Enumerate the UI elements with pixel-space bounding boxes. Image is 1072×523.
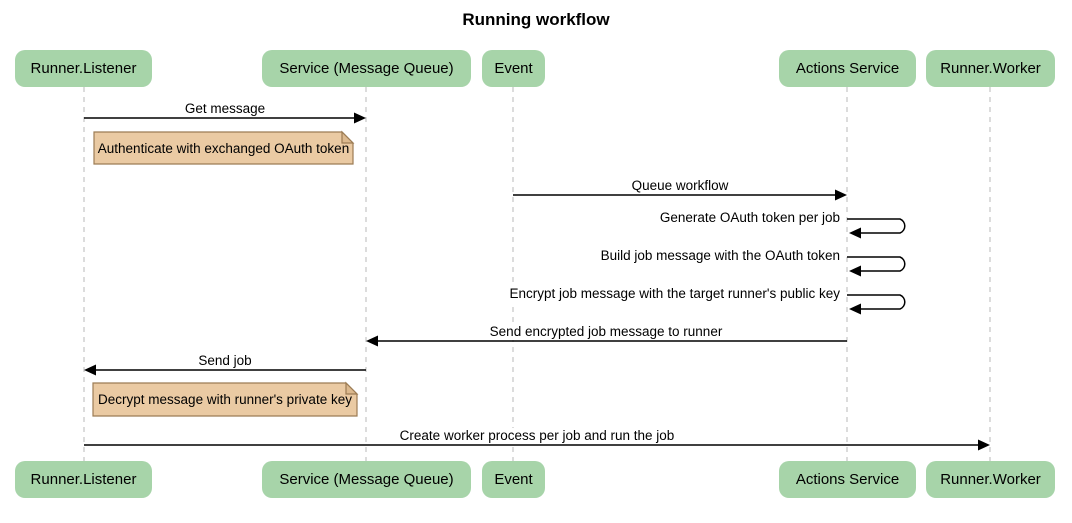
message-label-send-job: Send job [195, 353, 255, 369]
message-label-generate-oauth-token: Generate OAuth token per job [656, 210, 843, 226]
self-loop-build-job-message-head [849, 265, 861, 277]
participant-bottom-runner-listener: Runner.Listener [15, 461, 152, 498]
participant-bottom-service-message-queue: Service (Message Queue) [262, 461, 471, 498]
note-fold-authenticate [341, 130, 355, 144]
message-label-get-message: Get message [181, 101, 269, 117]
message-label-encrypt-job-message: Encrypt job message with the target runn… [506, 286, 843, 302]
arrow-create-worker-head [978, 439, 990, 451]
arrow-queue-workflow-head [835, 189, 847, 201]
self-loop-generate-oauth-token [847, 218, 906, 234]
participant-top-runner-worker: Runner.Worker [926, 50, 1055, 87]
arrow-send-job-head [84, 364, 96, 376]
message-label-send-encrypted: Send encrypted job message to runner [486, 324, 726, 340]
note-authenticate-oauth: Authenticate with exchanged OAuth token [97, 140, 350, 156]
message-label-create-worker: Create worker process per job and run th… [396, 428, 678, 444]
self-loop-generate-oauth-token-head [849, 227, 861, 239]
diagram-title: Running workflow [462, 10, 610, 29]
participant-top-event: Event [482, 50, 545, 87]
participant-top-runner-listener: Runner.Listener [15, 50, 152, 87]
self-loop-build-job-message [847, 256, 906, 272]
note-fold-decrypt [345, 381, 359, 395]
message-label-queue-workflow: Queue workflow [628, 178, 732, 194]
participant-bottom-event: Event [482, 461, 545, 498]
self-loop-encrypt-job-message-head [849, 303, 861, 315]
message-label-build-job-message: Build job message with the OAuth token [597, 248, 843, 264]
arrow-send-encrypted-head [366, 335, 378, 347]
note-shape-decrypt [92, 382, 358, 417]
participant-bottom-runner-worker: Runner.Worker [926, 461, 1055, 498]
participant-top-actions-service: Actions Service [779, 50, 916, 87]
participant-top-service-message-queue: Service (Message Queue) [262, 50, 471, 87]
self-loop-encrypt-job-message [847, 294, 906, 310]
participant-bottom-actions-service: Actions Service [779, 461, 916, 498]
note-decrypt-private-key: Decrypt message with runner's private ke… [98, 392, 352, 407]
note-shape-authenticate [93, 131, 354, 165]
arrow-get-message-head [354, 112, 366, 124]
